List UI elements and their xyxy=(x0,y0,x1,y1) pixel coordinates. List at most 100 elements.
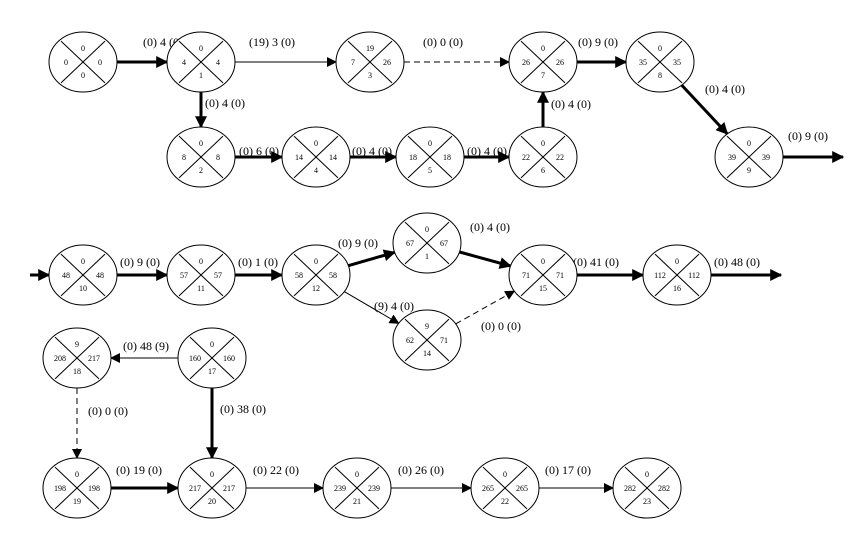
node-cross-line xyxy=(293,135,339,179)
node-top-value: 0 xyxy=(675,257,679,266)
node-bottom-value: 20 xyxy=(208,497,216,506)
node-bottom-value: 23 xyxy=(643,497,651,506)
node-bottom-value: 19 xyxy=(73,497,81,506)
node-left-value: 22 xyxy=(522,153,530,162)
node-bottom-value: 2 xyxy=(199,166,203,175)
edge-label: (0) 6 (0) xyxy=(239,144,279,158)
node-left-value: 4 xyxy=(182,58,186,67)
node-left-value: 14 xyxy=(295,153,303,162)
node-cross-line xyxy=(178,253,224,297)
node-n2: 0 4 4 1 xyxy=(166,31,236,93)
edge-labels-layer: (0) 4 (0)(19) 3 (0)(0) 0 (0)(0) 9 (0)(0)… xyxy=(88,35,828,477)
node-bottom-value: 8 xyxy=(658,71,662,80)
edge-label: (0) 4 (0) xyxy=(705,82,745,96)
edge-label: (0) 0 (0) xyxy=(481,319,521,333)
node-cross-line xyxy=(347,40,393,84)
node-bottom-value: 12 xyxy=(312,284,320,293)
node-right-value: 48 xyxy=(96,271,104,280)
node-right-value: 239 xyxy=(368,484,380,493)
node-cross-line xyxy=(178,135,224,179)
node-cross-line xyxy=(637,40,683,84)
node-top-value: 9 xyxy=(425,322,429,331)
node-right-value: 14 xyxy=(329,153,337,162)
node-bottom-value: 0 xyxy=(81,71,85,80)
edge-n13-n14 xyxy=(347,249,396,268)
node-right-value: 4 xyxy=(216,58,220,67)
node-right-value: 0 xyxy=(98,58,102,67)
node-cross-line xyxy=(60,40,106,84)
node-cross-line xyxy=(520,253,566,297)
node-cross-line xyxy=(54,336,100,380)
node-left-value: 67 xyxy=(406,239,414,248)
edge-n5-n6 xyxy=(680,84,729,135)
node-top-value: 0 xyxy=(81,257,85,266)
edge-label: (0) 4 (0) xyxy=(205,96,245,110)
node-right-value: 160 xyxy=(223,354,235,363)
node-right-value: 265 xyxy=(516,484,528,493)
node-top-value: 0 xyxy=(210,470,214,479)
node-left-value: 239 xyxy=(334,484,346,493)
node-right-value: 26 xyxy=(383,58,391,67)
node-top-value: 19 xyxy=(366,44,374,53)
node-top-value: 0 xyxy=(75,470,79,479)
node-top-value: 0 xyxy=(314,139,318,148)
node-top-value: 0 xyxy=(199,44,203,53)
node-cross-line xyxy=(520,40,566,84)
node-bottom-value: 5 xyxy=(428,166,432,175)
node-bottom-value: 4 xyxy=(314,166,318,175)
edge-label: (0) 38 (0) xyxy=(220,402,266,416)
node-right-value: 217 xyxy=(223,484,235,493)
node-left-value: 39 xyxy=(728,153,736,162)
edge-label: (0) 22 (0) xyxy=(253,463,299,477)
node-n8: 0 14 14 4 xyxy=(281,126,351,188)
node-left-value: 57 xyxy=(180,271,188,280)
node-right-value: 35 xyxy=(673,58,681,67)
node-bottom-value: 16 xyxy=(673,284,681,293)
node-right-value: 217 xyxy=(88,354,100,363)
node-left-value: 160 xyxy=(189,354,201,363)
edge-label: (0) 26 (0) xyxy=(398,463,444,477)
node-top-value: 0 xyxy=(428,139,432,148)
node-left-value: 26 xyxy=(522,58,530,67)
edge-label: (0) 0 (0) xyxy=(423,35,463,49)
node-bottom-value: 1 xyxy=(199,71,203,80)
node-bottom-value: 6 xyxy=(541,166,545,175)
edge-label: (0) 9 (0) xyxy=(338,236,378,250)
node-cross-line xyxy=(404,221,450,265)
node-right-value: 18 xyxy=(443,153,451,162)
node-cross-line xyxy=(482,466,528,510)
node-top-value: 0 xyxy=(355,470,359,479)
node-right-value: 57 xyxy=(214,271,222,280)
node-top-value: 0 xyxy=(81,44,85,53)
edge-label: (0) 19 (0) xyxy=(116,463,162,477)
node-right-value: 198 xyxy=(88,484,100,493)
edge-label: (0) 41 (0) xyxy=(573,255,619,269)
node-cross-line xyxy=(178,40,224,84)
node-top-value: 9 xyxy=(75,340,79,349)
node-cross-line xyxy=(404,318,450,362)
edge-label: (0) 4 (0) xyxy=(467,144,507,158)
node-bottom-value: 18 xyxy=(73,367,81,376)
node-top-value: 0 xyxy=(541,44,545,53)
node-right-value: 58 xyxy=(329,271,337,280)
node-bottom-value: 17 xyxy=(208,367,216,376)
edge-n13-n15 xyxy=(344,291,400,324)
node-cross-line xyxy=(726,135,772,179)
node-top-value: 0 xyxy=(503,470,507,479)
node-left-value: 48 xyxy=(62,271,70,280)
node-right-value: 67 xyxy=(440,239,448,248)
